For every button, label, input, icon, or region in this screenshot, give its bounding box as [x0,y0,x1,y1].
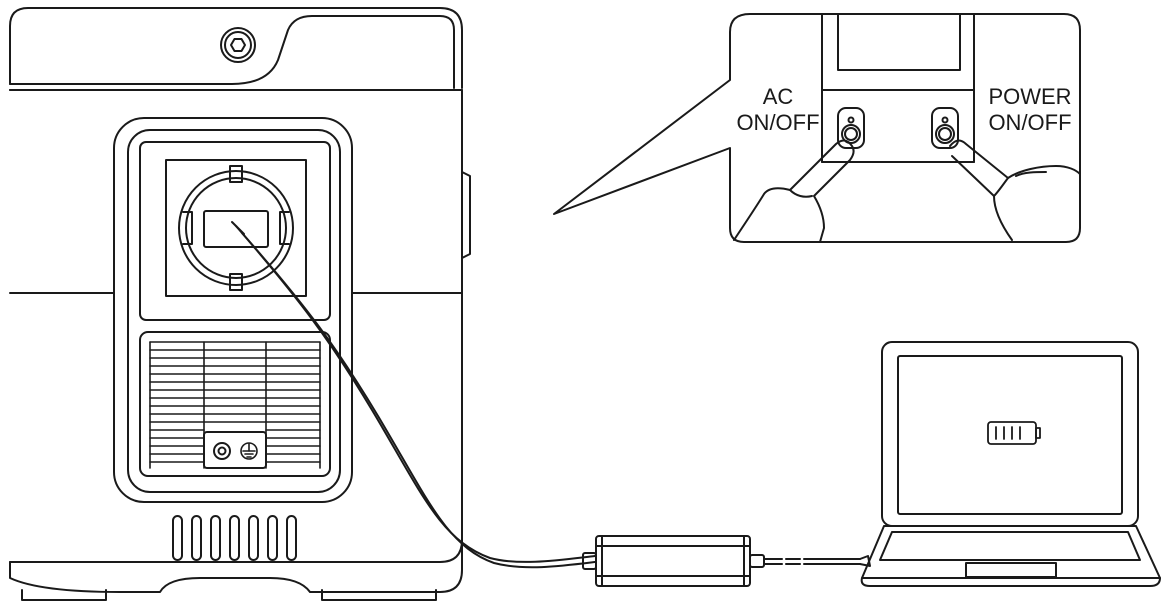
laptop-screen [897,355,1123,515]
dc-cable [763,555,871,567]
battery-icon [987,421,1041,445]
station-foot-right [321,589,437,601]
power-label-line2: ON/OFF [988,110,1072,135]
station-side-tab [461,171,471,259]
power-switch [931,107,959,149]
power-station [9,7,471,601]
power-adapter [582,535,765,587]
ground-terminal [213,442,231,460]
laptop [860,341,1161,587]
ac-label-line1: AC [762,84,794,109]
station-foot-left [21,589,107,601]
station-handle [9,7,463,89]
laptop-touchpad [965,562,1057,578]
ground-symbol-icon [240,442,258,460]
ac-outlet [178,165,294,291]
ac-cable [231,221,596,569]
laptop-lid [881,341,1139,527]
display-screen [837,13,961,71]
vent-frame [139,331,331,477]
hex-bolt-icon [220,27,256,63]
outlet-socket [203,210,269,248]
laptop-keyboard [879,531,1141,561]
ac-label-line2: ON/OFF [736,110,820,135]
ac-on-off-label: AC ON/OFF [736,84,820,136]
station-handle-inner [9,15,455,89]
bottom-vent-slots [172,515,297,561]
front-panel-inner [127,129,341,493]
pointing-hand-right [949,139,1081,241]
outlet-frame [139,141,331,321]
front-panel-outer [113,117,353,503]
power-label-line1: POWER [988,84,1072,109]
pointing-hand-left [733,139,855,243]
laptop-base [860,525,1161,587]
control-panel-detail [733,13,1081,243]
station-base [9,539,463,593]
ac-switch [837,107,865,149]
power-on-off-label: POWER ON/OFF [980,84,1080,136]
outlet-plate [165,159,307,297]
